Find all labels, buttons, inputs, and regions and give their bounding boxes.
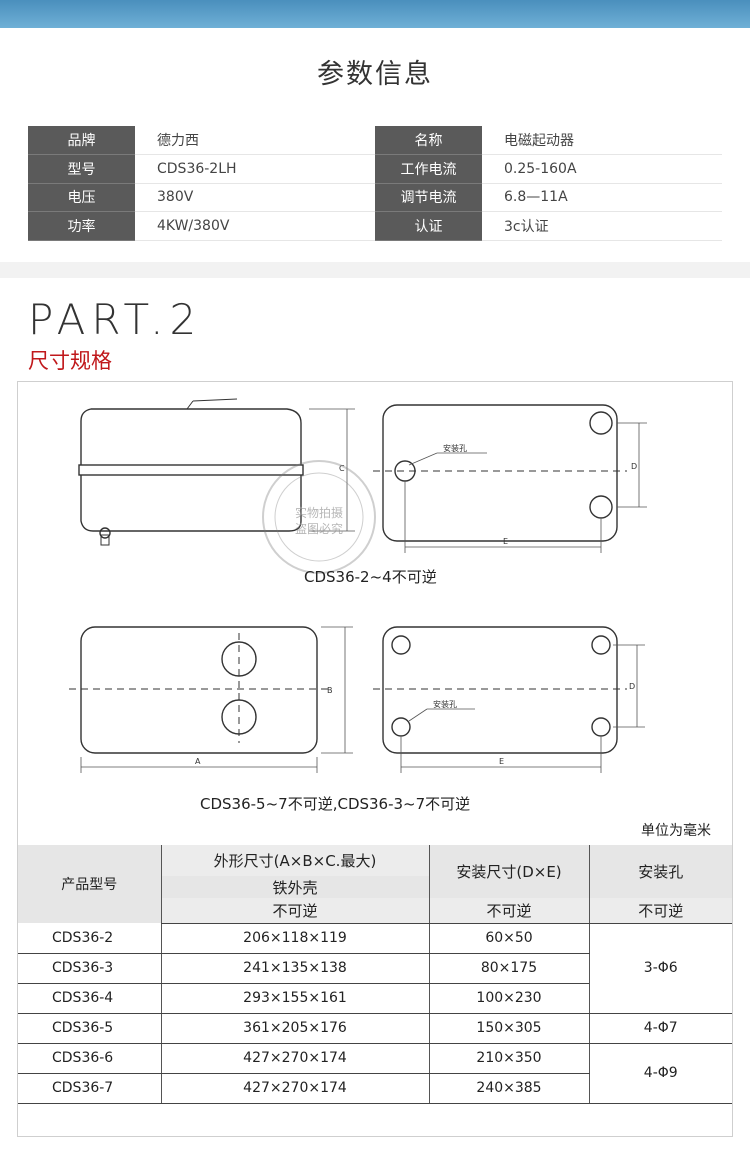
dim-e-label: E — [503, 537, 508, 546]
header-irreversible-outer: 不可逆 — [160, 898, 429, 924]
param-key: 功率 — [28, 211, 135, 241]
cell-model: CDS36-3 — [18, 953, 161, 984]
cell-outer-size: 361×205×176 — [160, 1013, 429, 1044]
param-row: 品牌德力西名称电磁起动器 — [28, 126, 722, 155]
header-irreversible-hole: 不可逆 — [588, 898, 732, 924]
param-key: 工作电流 — [375, 154, 482, 184]
param-key: 名称 — [375, 126, 482, 155]
hole-label-2: 安装孔 — [433, 699, 457, 709]
dim-c-label: C — [339, 464, 345, 473]
param-value: 3c认证 — [482, 211, 722, 241]
param-key: 调节电流 — [375, 183, 482, 212]
dim-b-label: B — [327, 686, 333, 695]
side-view-drawing — [78, 398, 304, 546]
cell-model: CDS36-5 — [18, 1013, 161, 1044]
param-value: 380V — [135, 183, 375, 212]
param-key: 品牌 — [28, 126, 135, 155]
cell-outer-size: 293×155×161 — [160, 983, 429, 1014]
spec-table: 产品型号 外形尺寸(A×B×C.最大) 安装尺寸(D×E) 安装孔 铁外壳 不可… — [18, 845, 732, 1104]
top-banner — [0, 0, 750, 28]
unit-note: 单位为毫米 — [641, 823, 711, 839]
param-value: 0.25-160A — [482, 154, 722, 184]
watermark-stamp — [262, 460, 376, 574]
param-value: 4KW/380V — [135, 211, 375, 241]
top-mount-view — [382, 404, 618, 542]
param-value: 德力西 — [135, 126, 375, 155]
dim-e-label-2: E — [499, 757, 504, 766]
hole-label-1: 安装孔 — [443, 443, 467, 453]
cell-model: CDS36-7 — [18, 1073, 161, 1104]
header-outer-sub: 铁外壳 — [160, 875, 429, 899]
param-value: CDS36-2LH — [135, 154, 375, 184]
drawing-caption-2: CDS36-5~7不可逆,CDS36-3~7不可逆 — [200, 795, 471, 813]
dimension-drawings: C D E 安装孔 实物拍摄 盗图必究 — [69, 398, 647, 773]
param-key: 型号 — [28, 154, 135, 184]
cell-model: CDS36-2 — [18, 923, 161, 954]
cell-model: CDS36-4 — [18, 983, 161, 1014]
watermark-text-2: 盗图必究 — [295, 521, 343, 536]
cell-mount-size: 100×230 — [428, 983, 589, 1014]
cell-outer-size: 427×270×174 — [160, 1043, 429, 1074]
param-value: 电磁起动器 — [482, 126, 722, 155]
header-outer: 外形尺寸(A×B×C.最大) — [160, 845, 429, 876]
header-hole: 安装孔 — [588, 845, 732, 899]
header-mount: 安装尺寸(D×E) — [428, 845, 589, 899]
cell-outer-size: 206×118×119 — [160, 923, 429, 954]
cell-mount-hole: 3-Φ6 — [588, 923, 732, 1014]
section-title: 参数信息 — [317, 59, 433, 90]
cell-outer-size: 241×135×138 — [160, 953, 429, 984]
cell-mount-size: 60×50 — [428, 923, 589, 954]
cell-mount-hole: 4-Φ7 — [588, 1013, 732, 1044]
cell-mount-size: 240×385 — [428, 1073, 589, 1104]
watermark-text-1: 实物拍摄 — [295, 505, 343, 520]
dim-d-label-2: D — [629, 682, 635, 691]
param-key: 认证 — [375, 211, 482, 241]
cell-mount-size: 80×175 — [428, 953, 589, 984]
header-irreversible-mount: 不可逆 — [428, 898, 589, 924]
section-divider — [0, 262, 750, 278]
cell-outer-size: 427×270×174 — [160, 1073, 429, 1104]
part-title: PART.2 — [28, 295, 203, 344]
cell-model: CDS36-6 — [18, 1043, 161, 1074]
header-model: 产品型号 — [18, 845, 161, 923]
drawing-caption-1: CDS36-2~4不可逆 — [304, 568, 437, 586]
bottom-mount-view — [382, 626, 618, 754]
part-subtitle: 尺寸规格 — [28, 349, 112, 373]
param-key: 电压 — [28, 183, 135, 212]
front-view-drawing — [80, 626, 318, 754]
cell-mount-size: 210×350 — [428, 1043, 589, 1074]
cell-mount-hole: 4-Φ9 — [588, 1043, 732, 1104]
dim-d-label: D — [631, 462, 637, 471]
cell-mount-size: 150×305 — [428, 1013, 589, 1044]
param-value: 6.8—11A — [482, 183, 722, 212]
dim-a-label: A — [195, 757, 201, 766]
